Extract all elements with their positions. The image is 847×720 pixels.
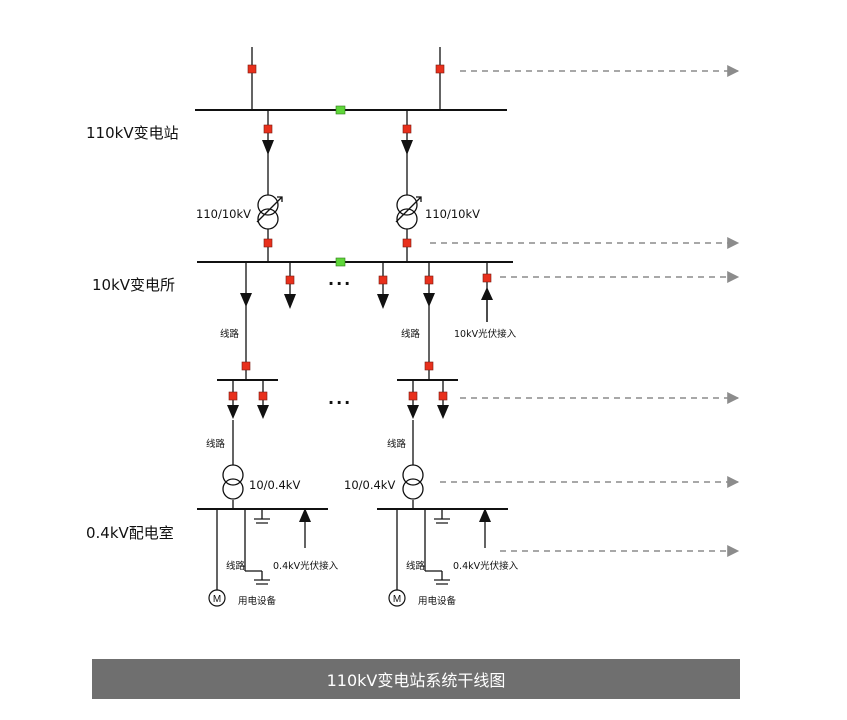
pv-label-10kv: 10kV光伏接入: [454, 329, 517, 340]
motor-label-left: M: [213, 594, 221, 605]
station-label-10kv: 10kV变电所: [92, 276, 176, 294]
transformer-label-04-right: 10/0.4kV: [344, 478, 396, 492]
equipment-label-right: 用电设备: [418, 596, 457, 607]
diagram-caption: 110kV变电站系统干线图: [92, 659, 740, 699]
equipment-label-left: 用电设备: [238, 596, 277, 607]
circuit-breakers: [228, 64, 492, 401]
line-label: 线路: [220, 329, 240, 340]
line-label: 线路: [206, 439, 226, 450]
transformer-label-110-left: 110/10kV: [196, 207, 251, 221]
pv-label-04kv-left: 0.4kV光伏接入: [273, 561, 339, 572]
pv-label-04kv-right: 0.4kV光伏接入: [453, 561, 519, 572]
line-label: 线路: [406, 561, 426, 572]
transformers: [222, 194, 424, 500]
line-label: 线路: [226, 561, 246, 572]
transformer-label-110-right: 110/10kV: [425, 207, 480, 221]
station-label-0-4kv: 0.4kV配电室: [86, 524, 174, 542]
ellipsis-row-2: ···: [328, 393, 353, 412]
line-label: 线路: [387, 439, 407, 450]
bus-tie-switches: [335, 105, 346, 267]
transformer-label-04-left: 10/0.4kV: [249, 478, 301, 492]
load-arrows: [227, 140, 449, 419]
motors: [208, 589, 406, 607]
dashed-continuation-arrows: [430, 65, 740, 557]
line-label: 线路: [401, 329, 421, 340]
ellipsis-row-1: ···: [328, 274, 353, 293]
station-label-110kv: 110kV变电站: [86, 124, 179, 142]
single-line-diagram: M M: [195, 47, 740, 607]
pv-arrows: [299, 287, 493, 522]
ground-symbols: [254, 518, 450, 585]
motor-label-right: M: [393, 594, 401, 605]
